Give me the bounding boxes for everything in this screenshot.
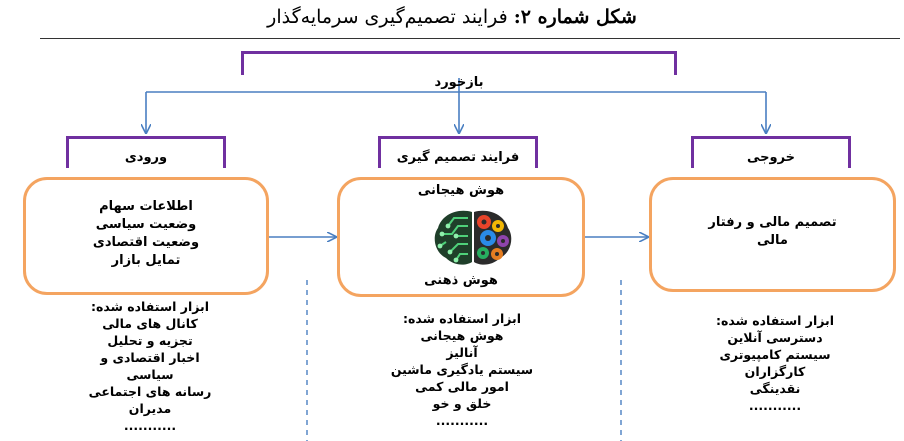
feedback-bracket (241, 51, 677, 75)
output-item: مالی (757, 233, 788, 248)
tool-item: دسترسی آنلاین (727, 330, 823, 345)
tool-item: کارگزاران (744, 364, 806, 379)
brain-icon (428, 206, 518, 270)
process-label: فرایند تصمیم گیری (396, 150, 520, 165)
title-rule (40, 38, 900, 39)
process-node (337, 177, 585, 297)
tool-item: رسانه های اجتماعی (88, 384, 212, 399)
input-node (23, 177, 269, 295)
figure-title: شکل شماره ۲: فرایند تصمیم‌گیری سرمایه‌گذ… (0, 6, 904, 28)
tool-item: خلق و خو (432, 396, 492, 411)
tool-item: نقدینگی (749, 381, 801, 396)
tool-item: آنالیز (446, 345, 478, 360)
tool-item: سیاسی (126, 367, 174, 382)
output-node (649, 177, 896, 292)
input-item: وضعیت سیاسی (95, 217, 197, 232)
output-items: تصمیم مالی و رفتار مالی (649, 214, 896, 250)
input-item: تمایل بازار (111, 253, 181, 268)
output-label: خروجی (746, 150, 796, 165)
output-tools-title: ابزار استفاده شده: (716, 313, 834, 328)
tool-item: امور مالی کمی (415, 379, 509, 394)
input-items: اطلاعات سهام وضعیت سیاسی وضعیت اقتصادی ت… (23, 198, 269, 270)
tool-item: ........... (748, 398, 802, 413)
tool-item: ........... (435, 413, 489, 428)
input-item: اطلاعات سهام (99, 199, 193, 214)
input-tools-title: ابزار استفاده شده: (91, 299, 209, 314)
input-tools: ابزار استفاده شده: کانال های مالی تجزیه … (60, 298, 240, 434)
figure-title-prefix: شکل شماره ۲: (513, 6, 637, 28)
tool-item: سیستم کامپیوتری (719, 347, 831, 362)
process-top-text: هوش هیجانی (417, 183, 505, 198)
feedback-label: بازخورد (434, 75, 484, 90)
tool-item: مدیران (128, 401, 172, 416)
output-bracket (691, 136, 851, 168)
tool-item: تجزیه و تحلیل (107, 333, 193, 348)
output-item: تصمیم مالی و رفتار (708, 215, 837, 230)
process-tools: ابزار استفاده شده: هوش هیجانی آنالیز سیس… (367, 310, 557, 429)
process-bottom-text: هوش ذهنی (424, 273, 498, 288)
figure-title-text: فرایند تصمیم‌گیری سرمایه‌گذار (267, 6, 508, 28)
tool-item: هوش هیجانی (420, 328, 504, 343)
output-tools: ابزار استفاده شده: دسترسی آنلاین سیستم ک… (680, 312, 870, 414)
input-bracket (66, 136, 226, 168)
input-item: وضعیت اقتصادی (92, 235, 200, 250)
process-tools-title: ابزار استفاده شده: (403, 311, 521, 326)
tool-item: اخبار اقتصادی و (100, 350, 200, 365)
tool-item: ........... (123, 418, 177, 433)
process-bracket (378, 136, 538, 168)
tool-item: سیستم یادگیری ماشین (390, 362, 534, 377)
tool-item: کانال های مالی (102, 316, 198, 331)
input-label: ورودی (124, 150, 168, 165)
